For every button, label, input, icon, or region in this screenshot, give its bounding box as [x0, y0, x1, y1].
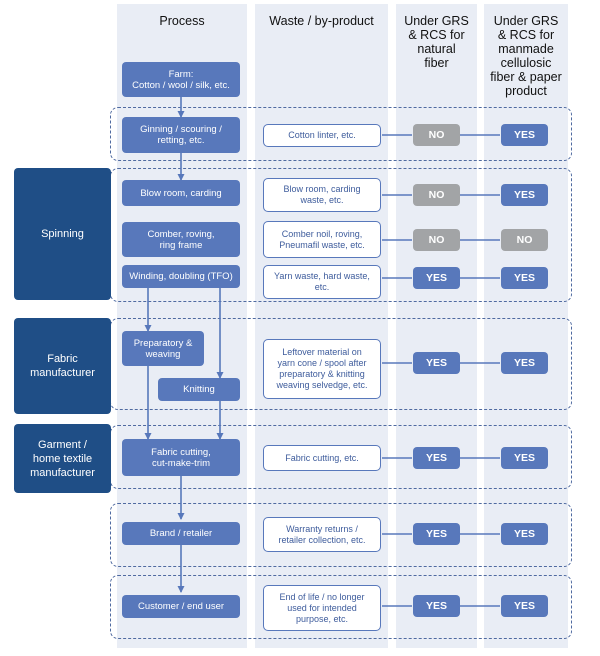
process-winding: Winding, doubling (TFO) — [122, 265, 240, 288]
natural-customer: YES — [413, 595, 460, 617]
waste-customer: End of life / no longer used for intende… — [263, 585, 381, 631]
process-blow-room: Blow room, carding — [122, 180, 240, 206]
natural-brand: YES — [413, 523, 460, 545]
manmade-brand: YES — [501, 523, 548, 545]
waste-blow-room: Blow room, carding waste, etc. — [263, 178, 381, 212]
process-customer: Customer / end user — [122, 595, 240, 618]
waste-fabric: Leftover material on yarn cone / spool a… — [263, 339, 381, 399]
waste-comber: Comber noil, roving, Pneumafil waste, et… — [263, 221, 381, 258]
process-comber: Comber, roving, ring frame — [122, 222, 240, 257]
stage-garment-manufacturer: Garment / home textile manufacturer — [14, 424, 111, 493]
natural-winding: YES — [413, 267, 460, 289]
group-ginning — [110, 107, 572, 161]
process-fabric-cutting: Fabric cutting, cut-make-trim — [122, 439, 240, 476]
natural-ginning: NO — [413, 124, 460, 146]
group-brand — [110, 503, 572, 567]
manmade-comber: NO — [501, 229, 548, 251]
manmade-fabric: YES — [501, 352, 548, 374]
header-waste: Waste / by-product — [269, 14, 374, 28]
manmade-ginning: YES — [501, 124, 548, 146]
header-natural-fiber: Under GRS & RCS for natural fiber — [404, 14, 469, 70]
process-ginning: Ginning / scouring / retting, etc. — [122, 117, 240, 153]
header-process: Process — [159, 14, 205, 28]
natural-fabric: YES — [413, 352, 460, 374]
stage-fabric-manufacturer: Fabric manufacturer — [14, 318, 111, 414]
process-preparatory: Preparatory & weaving — [122, 331, 204, 366]
process-knitting: Knitting — [158, 378, 240, 401]
group-customer — [110, 575, 572, 639]
manmade-blow-room: YES — [501, 184, 548, 206]
waste-winding: Yarn waste, hard waste, etc. — [263, 265, 381, 299]
process-brand-retailer: Brand / retailer — [122, 522, 240, 545]
waste-fabric-cutting: Fabric cutting, etc. — [263, 445, 381, 471]
waste-brand: Warranty returns / retailer collection, … — [263, 517, 381, 552]
manmade-customer: YES — [501, 595, 548, 617]
manmade-cutting: YES — [501, 447, 548, 469]
natural-comber: NO — [413, 229, 460, 251]
header-manmade-fiber: Under GRS & RCS for manmade cellulosic f… — [490, 14, 562, 98]
stage-spinning: Spinning — [14, 168, 111, 300]
natural-cutting: YES — [413, 447, 460, 469]
waste-ginning: Cotton linter, etc. — [263, 124, 381, 147]
process-farm: Farm: Cotton / wool / silk, etc. — [122, 62, 240, 97]
natural-blow-room: NO — [413, 184, 460, 206]
manmade-winding: YES — [501, 267, 548, 289]
